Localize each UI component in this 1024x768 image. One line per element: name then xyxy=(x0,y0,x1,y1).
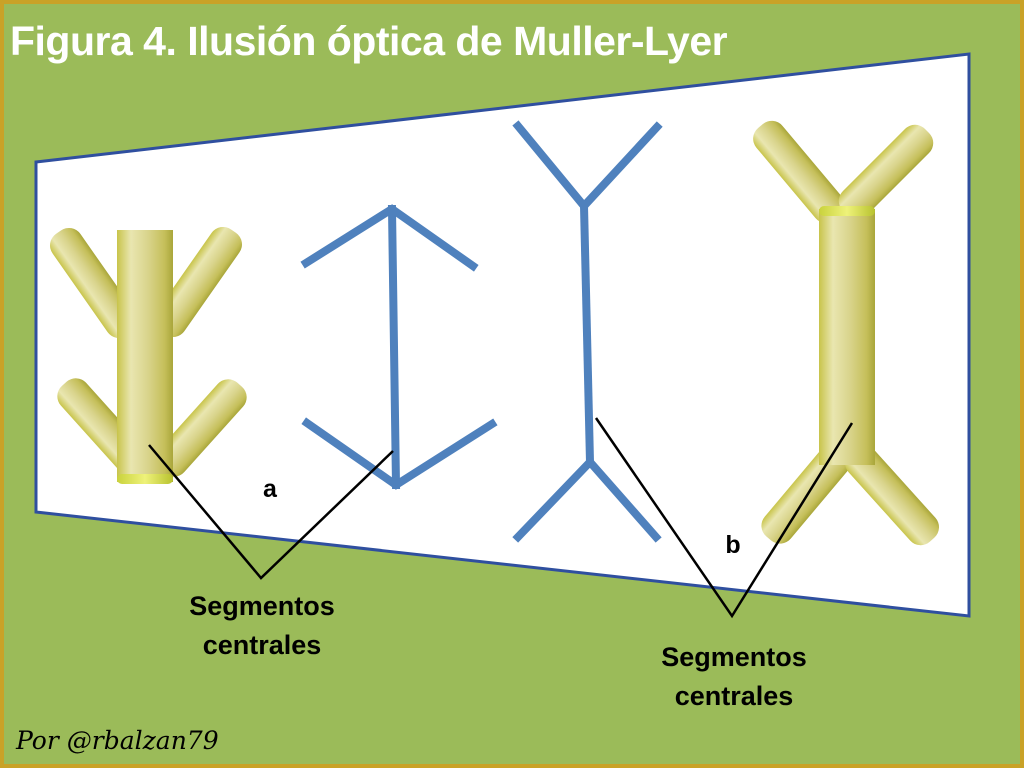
caption-left-line-1: Segmentos xyxy=(189,591,335,621)
straw-arm-upper-left xyxy=(50,227,138,339)
muller-lyer-figure: a b Segmentos centrales Segmentos centra… xyxy=(15,52,971,755)
straw-arm-top-left xyxy=(753,120,845,224)
pointer-lines-b xyxy=(594,417,854,619)
label-b: b xyxy=(725,531,740,559)
caption-right-line-1: Segmentos xyxy=(661,642,807,672)
label-a: a xyxy=(263,475,278,503)
author-credit: Por @rbalzan79 xyxy=(15,726,219,755)
caption-left-line-2: centrales xyxy=(203,630,322,660)
straw-central-segment-a xyxy=(117,230,173,484)
straw-arm-upper-right xyxy=(154,226,242,338)
straw-central-segment-b xyxy=(819,206,875,465)
pointer-lines-a xyxy=(148,444,394,580)
straw-figure-a xyxy=(50,226,247,484)
illusion-panel xyxy=(34,52,971,618)
straw-arm-top-right xyxy=(838,124,934,220)
arrow-forked-tails xyxy=(512,120,663,543)
straw-figure-b xyxy=(753,120,940,546)
straw-arm-lower-right xyxy=(155,379,247,477)
caption-right-line-2: centrales xyxy=(675,681,794,711)
straw-arm-bottom-right xyxy=(844,444,940,546)
arrow-outward-heads xyxy=(300,204,498,490)
straw-arm-bottom-left xyxy=(761,444,851,544)
slide-title: Figura 4. Ilusión óptica de Muller-Lyer xyxy=(10,18,728,64)
